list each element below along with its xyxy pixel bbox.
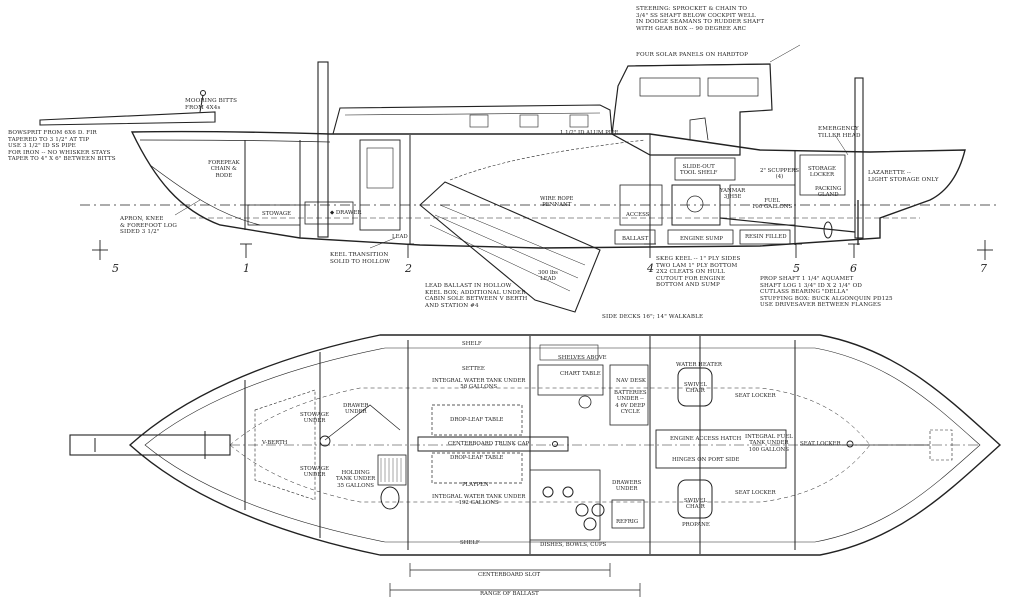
label-yanmar: YANMAR 3JH5E [720, 188, 746, 201]
label-wire-rope: WIRE ROPE PENNANT [540, 196, 574, 209]
label-stowage-under-top: STOWAGE UNDER [300, 412, 330, 425]
note-skeg-keel: SKEG KEEL -- 1" PLY SIDES TWO LAM 1" PLY… [656, 256, 741, 289]
station-label: 5 [793, 262, 800, 275]
label-nav-desk: NAV DESK [616, 378, 646, 384]
label-stowage-under-bottom: STOWAGE UNDER [300, 466, 330, 479]
plan-bowsprit [69, 434, 231, 456]
label-centerboard-cap: CENTERBOARD TRUNK CAP [448, 441, 530, 447]
toilet [380, 486, 400, 510]
prop-shaft [719, 217, 856, 233]
plan-hull-outline [128, 334, 1002, 556]
label-access: ACCESS [626, 212, 650, 218]
foremast [317, 61, 329, 238]
station-label: 6 [850, 262, 857, 275]
note-solar-panels: FOUR SOLAR PANELS ON HARDTOP [636, 52, 749, 58]
note-emergency-tiller: EMERGENCY TILLER HEAD [818, 126, 861, 139]
swivel-chair-top [677, 367, 713, 407]
note-mooring-bitts: MOORING BITTS FROM 4X4s [185, 98, 238, 111]
station-label: 1 [243, 262, 250, 275]
label-resin-filled: RESIN FILLED [745, 234, 787, 240]
plan-view [69, 334, 1002, 597]
label-seat-locker-top: SEAT LOCKER [735, 393, 776, 399]
note-steering: STEERING: SPROCKET & CHAIN TO 3/4" SS SH… [636, 6, 765, 32]
profile-view [39, 44, 1000, 313]
label-playpen: PLAYPEN [462, 482, 489, 488]
label-scuppers: 2" SCUPPERS (4) [760, 168, 799, 181]
label-drop-leaf-top: DROP-LEAF TABLE [450, 417, 504, 423]
note-apron: APRON, KNEE & FOREFOOT LOG SIDED 3 1/2" [120, 216, 177, 236]
label-slide-out: SLIDE-OUT TOOL SHELF [680, 164, 718, 177]
label-drop-leaf-bottom: DROP-LEAF TABLE [450, 455, 504, 461]
label-stowage: STOWAGE [262, 211, 292, 217]
label-shelves-above: SHELVES ABOVE [558, 355, 607, 361]
label-swivel-chair-bottom: SWIVEL CHAIR [684, 498, 707, 511]
note-lazarette: LAZARETTE -- LIGHT STORAGE ONLY [868, 170, 939, 183]
label-shelf-bottom: SHELF [460, 540, 480, 546]
label-drawer-under: DRAWER UNDER [343, 403, 369, 416]
label-v-berth: V-BERTH [262, 440, 288, 446]
label-holding-tank: HOLDING TANK UNDER 35 GALLONS [336, 470, 376, 489]
label-engine-sump: ENGINE SUMP [680, 236, 723, 242]
label-centerboard-slot: CENTERBOARD SLOT [478, 572, 541, 578]
label-lead-300: 300 lbs LEAD [538, 270, 558, 283]
swivel-chair-bottom [677, 479, 713, 519]
cabin-trunk [332, 104, 613, 135]
label-dishes: DISHES, BOWLS, CUPS [540, 542, 607, 548]
label-settee: SETTEE [462, 366, 485, 372]
label-shelf-top: SHELF [462, 341, 482, 347]
label-drawers-under: DRAWERS UNDER [612, 480, 642, 493]
label-chart-table: CHART TABLE [560, 371, 601, 377]
label-batteries: BATTERIES UNDER -- 4 6V DEEP CYCLE [614, 390, 647, 416]
station-label: 5 [112, 262, 119, 275]
label-engine-hatch: ENGINE ACCESS HATCH [670, 436, 742, 442]
label-fuel: FUEL 100 GALLONS [752, 198, 793, 211]
mizzen-mast [854, 77, 864, 239]
note-keel-transition: KEEL TRANSITION SOLID TO HOLLOW [330, 252, 391, 265]
label-swivel-chair-top: SWIVEL CHAIR [684, 382, 707, 395]
station-label: 7 [980, 262, 987, 275]
bowsprit [39, 111, 216, 126]
label-forepeak: FOREPEAK CHAIN & RODE [208, 160, 240, 179]
engine-access-hatch [655, 429, 787, 469]
label-refrig: REFRIG [616, 519, 639, 525]
note-side-decks: SIDE DECKS 16"; 14" WALKABLE [602, 314, 704, 320]
centerboard-trunk-cap [417, 436, 569, 452]
centerboard [419, 181, 601, 313]
label-drawer: ◆ DRAWER [330, 210, 362, 216]
engine [671, 184, 721, 226]
label-packing-gland: PACKING GLAND [815, 186, 842, 199]
label-fuel-tank: INTEGRAL FUEL TANK UNDER 100 GALLONS [745, 434, 793, 453]
note-lead-ballast: LEAD BALLAST IN HOLLOW KEEL BOX; ADDITIO… [425, 283, 528, 309]
label-water-tank-58: INTEGRAL WATER TANK UNDER 58 GALLONS [432, 378, 526, 391]
pilothouse [611, 63, 773, 156]
label-propane: PROPANE [682, 522, 710, 528]
label-lead: LEAD [392, 234, 408, 240]
dimension-lines [389, 563, 641, 597]
station-label: 2 [405, 262, 412, 275]
label-water-heater: WATER HEATER [676, 362, 722, 368]
profile-hull [130, 130, 966, 249]
label-alum-pipe: 1 1/2" ID ALUM PIPE [560, 130, 619, 136]
label-seat-locker-right: SEAT LOCKER [800, 441, 841, 447]
label-hinges: HINGES ON PORT SIDE [672, 457, 740, 463]
note-bowsprit: BOWSPRIT FROM 6X6 D. FIR TAPERED TO 3 1/… [8, 130, 116, 163]
label-storage-locker: STORAGE LOCKER [808, 166, 836, 179]
label-water-tank-192: INTEGRAL WATER TANK UNDER 192 GALLONS [432, 494, 526, 507]
note-prop-shaft: PROP SHAFT 1 1/4" AQUAMET SHAFT LOG 1 3/… [760, 276, 893, 309]
label-ballast: BALLAST [622, 236, 649, 242]
label-seat-locker-bottom: SEAT LOCKER [735, 490, 776, 496]
station-label: 4 [647, 262, 654, 275]
label-range-of-ballast: RANGE OF BALLAST [480, 591, 539, 597]
